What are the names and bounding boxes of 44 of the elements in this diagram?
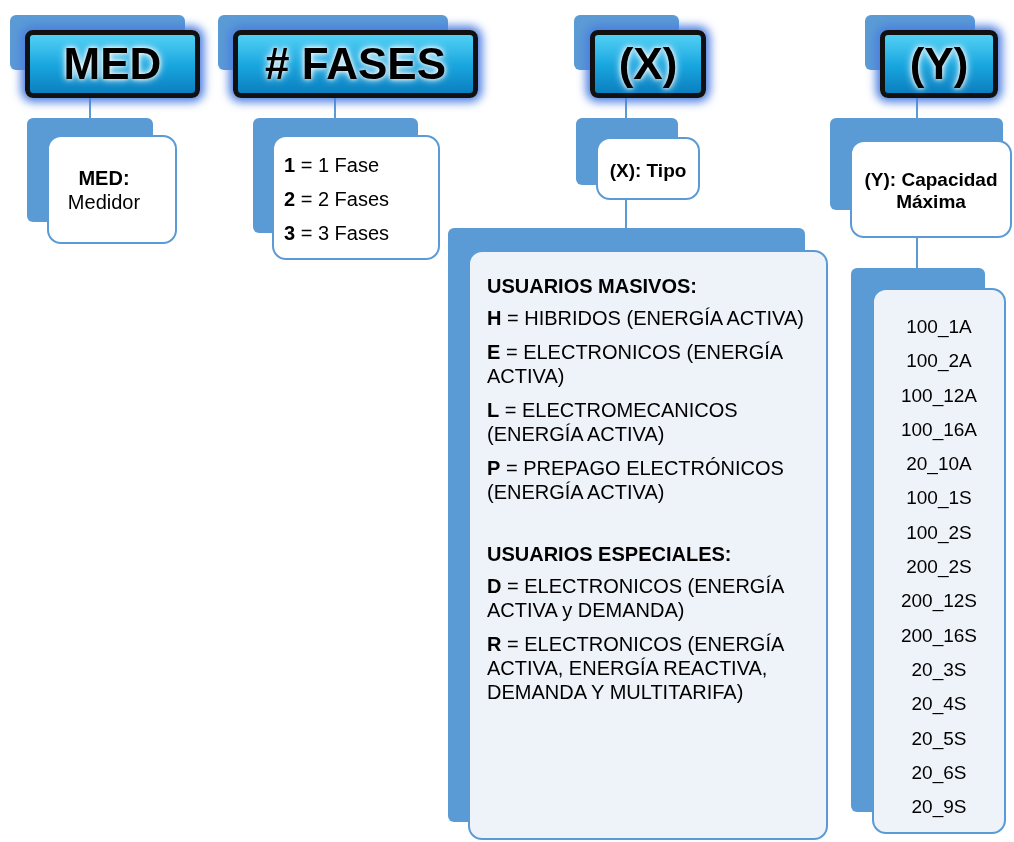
- content-box: [872, 288, 1006, 834]
- content-box: [596, 137, 700, 200]
- list-item: L = ELECTROMECANICOS (ENERGÍA ACTIVA): [487, 398, 739, 446]
- list-item: H = HIBRIDOS (ENERGÍA ACTIVA): [487, 306, 805, 330]
- list-item: E = ELECTRONICOS (ENERGÍA ACTIVA): [487, 340, 784, 388]
- list-item: 20_4S: [911, 692, 967, 717]
- list-item: 3 = 3 Fases: [284, 221, 391, 246]
- list-item: 200_2S: [906, 555, 972, 580]
- list-item: 100_1A: [906, 315, 972, 340]
- list-item: 20_9S: [911, 795, 967, 820]
- header-box: [880, 30, 998, 98]
- section-heading: USUARIOS MASIVOS:: [487, 274, 699, 298]
- header-label: (Y): [909, 42, 969, 86]
- list-item: 200_16S: [900, 623, 978, 649]
- list-item: R = ELECTRONICOS (ENERGÍA ACTIVA, ENERGÍA REACTIVA, DEMANDA Y MULTITARIFA): [487, 632, 785, 704]
- list-item: 2 = 2 Fases: [284, 187, 391, 212]
- header-label: MED: [63, 42, 162, 86]
- content-box: [272, 135, 440, 260]
- header-label: # FASES: [265, 42, 446, 86]
- header-box: [590, 30, 706, 98]
- list-item: P = PREPAGO ELECTRÓNICOS (ENERGÍA ACTIVA): [487, 456, 785, 504]
- content-box: [850, 140, 1012, 238]
- list-item: 100_2S: [906, 520, 972, 546]
- list-item: 20_6S: [911, 760, 967, 786]
- section-heading: USUARIOS ESPECIALES:: [487, 542, 733, 566]
- list-item: 100_16A: [900, 417, 978, 443]
- list-item: 100_2A: [906, 349, 972, 374]
- node-text: Medidor: [67, 189, 141, 214]
- node-text: MED:: [78, 165, 130, 190]
- list-item: 20_3S: [911, 657, 967, 683]
- content-box: [47, 135, 177, 244]
- list-item: 1 = 1 Fase: [284, 153, 381, 178]
- header-box: [233, 30, 478, 98]
- list-item: 100_1S: [906, 486, 972, 511]
- header-box: [25, 30, 200, 98]
- list-item: 100_12A: [900, 383, 978, 409]
- node-title: (X): Tipo: [609, 159, 687, 182]
- list-item: 20_5S: [911, 726, 967, 752]
- list-item: D = ELECTRONICOS (ENERGÍA ACTIVA y DEMANDA): [487, 574, 785, 622]
- header-label: (X): [618, 42, 678, 86]
- list-item: 200_12S: [900, 589, 978, 614]
- node-title: (Y): Capacidad Máxima: [863, 169, 999, 213]
- content-box: [468, 250, 828, 840]
- list-item: 20_10A: [906, 452, 972, 477]
